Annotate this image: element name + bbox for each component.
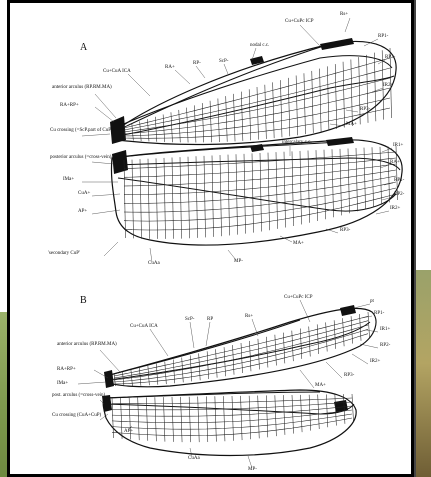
label-a-14: MA+ xyxy=(346,122,357,127)
label-b-19: MP- xyxy=(248,467,257,472)
label-a-11: RA+RP+ xyxy=(60,103,79,108)
label-a-23: CuA+ xyxy=(78,191,90,196)
label-b-14: MA+ xyxy=(315,383,326,388)
label-a-10: anterior arculus (RP.RM.MA) xyxy=(52,85,112,90)
label-b-1: RP xyxy=(207,317,213,322)
label-a-21: IR2+ xyxy=(390,206,401,211)
label-a-12: Cu crossing (=ScP.part of CuP) xyxy=(50,128,113,133)
b-hindwing-pterostigma xyxy=(334,400,348,412)
label-b-12: IR2+ xyxy=(370,359,381,364)
hindwing-outline xyxy=(111,140,402,245)
label-a-28: CuAa xyxy=(148,261,160,266)
label-b-3: Cu+CuPc ICP xyxy=(284,295,313,300)
label-a-27: 'secondary CuP' xyxy=(48,251,80,256)
label-b-11: RP2- xyxy=(380,343,391,348)
label-b-16: Cu crossing (CuA+CuP) xyxy=(52,413,102,418)
b-forewing-base xyxy=(104,370,114,388)
label-a-26: MA+ xyxy=(293,241,304,246)
label-a-3: RP2- xyxy=(385,55,396,60)
label-a-2: RP1- xyxy=(378,34,389,39)
label-b-10: IR1+ xyxy=(380,327,391,332)
label-b-2: Rs+ xyxy=(245,314,253,319)
label-a-4: IR2+ xyxy=(383,83,394,88)
label-b-6: anterior arculus (RP.RM.MA) xyxy=(57,342,117,347)
label-a-7: RA+ xyxy=(165,65,175,70)
panel-b-letter: B xyxy=(80,295,87,306)
label-a-15: posterior arculus (=cross-vein) xyxy=(50,155,112,160)
label-a-29: MP- xyxy=(234,259,243,264)
label-a-8: RP- xyxy=(193,61,201,66)
label-b-9: RP1- xyxy=(374,311,385,316)
label-b-0: ScP- xyxy=(185,317,195,322)
label-a-22: IMa+ xyxy=(63,177,74,182)
label-b-5: Cu+CuA ICA xyxy=(130,324,158,329)
label-b-15: post. arculus (=cross-vein) xyxy=(52,393,106,398)
hindwing-base xyxy=(112,150,128,174)
label-a-5: nodal c.c. xyxy=(250,43,269,48)
label-a-1: Cu+CuPc ICP xyxy=(285,19,314,24)
label-a-18: RA+ xyxy=(390,160,400,165)
label-a-16: intercalary c.c. xyxy=(282,140,312,145)
label-b-18: CuAa xyxy=(188,456,200,461)
label-a-13: RP3- xyxy=(360,107,371,112)
panel-b-hindwing xyxy=(102,390,356,456)
label-a-24: AP+ xyxy=(78,209,87,214)
label-a-9: ScP- xyxy=(219,59,229,64)
label-b-8: IMa+ xyxy=(57,381,68,386)
label-b-7: RA+RP+ xyxy=(57,367,76,372)
label-a-0: Rs+ xyxy=(340,12,348,17)
label-a-19: RP1- xyxy=(394,178,405,183)
label-a-17: IR1+ xyxy=(393,143,404,148)
label-b-17: AP+ xyxy=(124,429,133,434)
panel-a-hindwing xyxy=(111,137,402,245)
label-b-13: RP3- xyxy=(344,373,355,378)
label-a-6: Cu+CuA ICA xyxy=(103,69,131,74)
panel-b-forewing xyxy=(104,305,376,388)
label-b-4: pt xyxy=(370,299,375,304)
panel-a-forewing xyxy=(110,38,396,145)
label-a-20: RP2- xyxy=(394,192,405,197)
panel-a-letter: A xyxy=(80,42,88,53)
label-a-25: RP3- xyxy=(340,228,351,233)
